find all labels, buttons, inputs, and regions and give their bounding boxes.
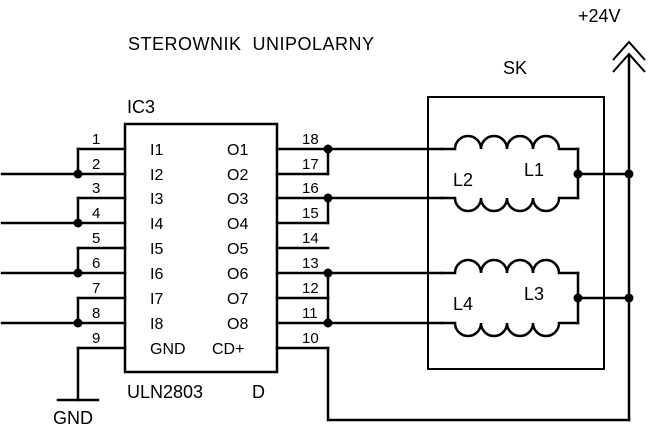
pin-number-3: 3 [92,180,100,197]
pin-number-11: 11 [302,305,318,322]
pin-number-12: 12 [302,280,319,297]
junction-dot [323,318,333,328]
pin-number-5: 5 [92,230,100,247]
pin-name-o4: O4 [227,216,248,233]
pin-number-10: 10 [302,330,319,347]
pin-name-i3: I3 [150,191,163,208]
coil-label-l1: L1 [524,160,544,180]
pin-number-6: 6 [92,255,100,272]
junction-dot [323,144,333,154]
coil-label-l4: L4 [453,294,473,314]
motor-box [427,96,605,370]
ground-label: GND [53,408,93,428]
pin-name-cd: CD+ [212,341,244,358]
ground-symbol-icon [56,346,100,402]
pin-number-15: 15 [302,205,319,222]
pin-name-o5: O5 [227,241,248,258]
pin-name-i7: I7 [150,291,163,308]
pin-number-4: 4 [92,205,100,222]
pin-name-o8: O8 [227,316,248,333]
supply-voltage-label: +24V [578,6,621,26]
junction-dot [73,318,83,328]
coil-label-l2: L2 [453,170,473,190]
junction-dot [624,169,634,179]
junction-dot [624,293,634,303]
output-wiring [326,147,631,422]
pin-number-16: 16 [302,180,319,197]
ic-package: D [252,382,265,402]
ic-right-pins [275,147,330,350]
pin-number-2: 2 [92,156,100,173]
coil-label-l3: L3 [524,284,544,304]
pin-number-18: 18 [302,131,319,148]
ic-part-number: ULN2803 [127,382,203,402]
pin-name-o7: O7 [227,291,248,308]
junction-dot [73,218,83,228]
junction-dot [73,268,83,278]
pin-number-1: 1 [92,131,100,148]
pin-name-gnd: GND [150,341,186,358]
pin-name-o3: O3 [227,191,248,208]
pin-name-i5: I5 [150,241,163,258]
input-wiring [0,147,80,325]
pin-number-13: 13 [302,255,319,272]
pin-name-o1: O1 [227,142,248,159]
junction-dot [573,169,583,179]
ic-body [123,122,279,374]
pin-name-i8: I8 [150,316,163,333]
pin-number-17: 17 [302,156,319,173]
junction-dot [73,169,83,179]
ic-reference: IC3 [127,97,155,117]
pin-number-14: 14 [302,230,319,247]
pin-name-i4: I4 [150,216,163,233]
pin-number-9: 9 [92,330,100,347]
pin-name-o6: O6 [227,266,248,283]
pin-number-7: 7 [92,280,100,297]
pin-name-i2: I2 [150,167,163,184]
junction-dot [573,293,583,303]
junction-dot [323,193,333,203]
schematic-title: STEROWNIK UNIPOLARNY [128,34,375,54]
pin-name-o2: O2 [227,167,248,184]
motor-label: SK [503,58,527,78]
supply-arrow-icon [612,40,646,73]
pin-number-8: 8 [92,305,100,322]
pin-name-i1: I1 [150,142,163,159]
ic-left-pins [76,147,127,350]
junction-dot [323,268,333,278]
pin-name-i6: I6 [150,266,163,283]
